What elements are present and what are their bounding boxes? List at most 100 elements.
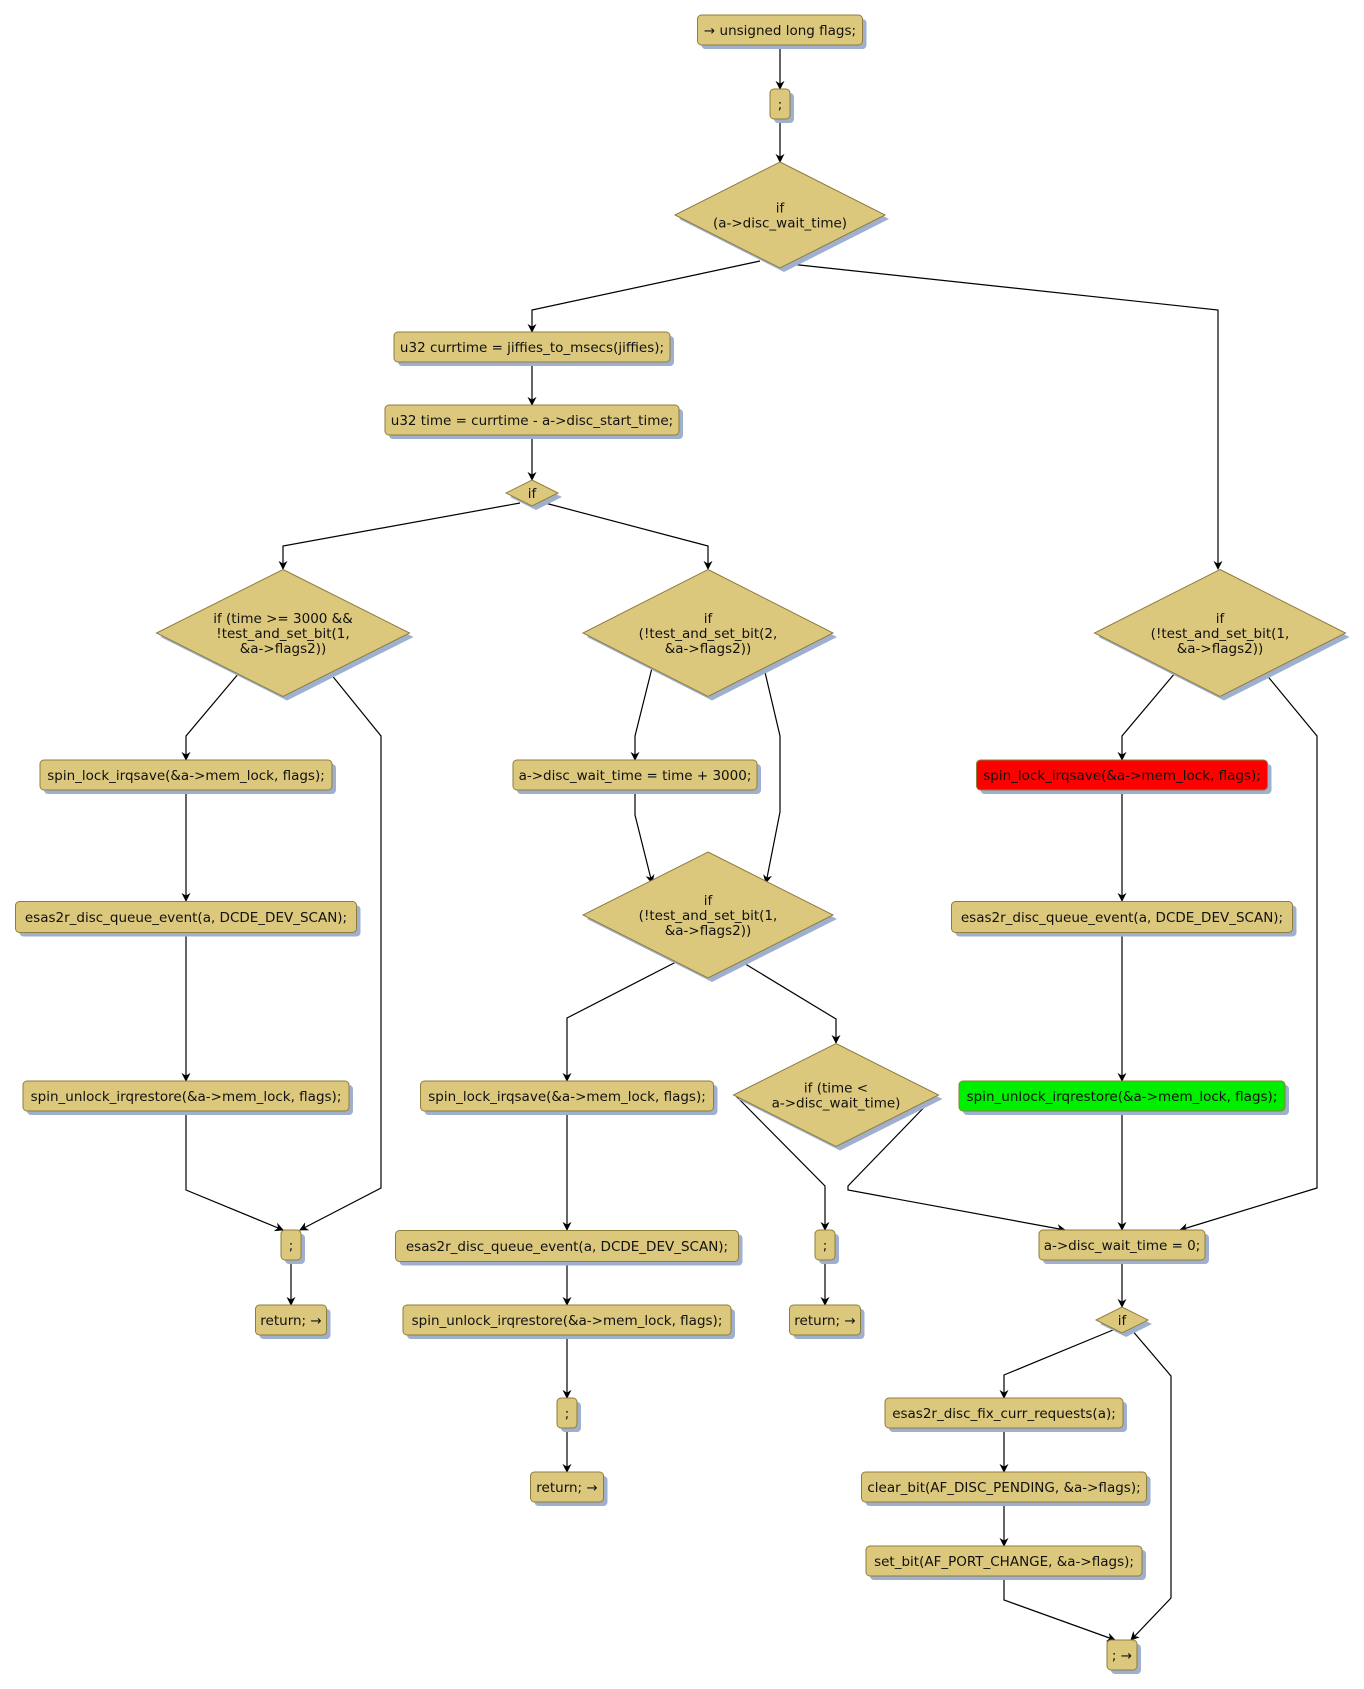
decision-shape (1093, 568, 1347, 698)
node-label: esas2r_disc_queue_event(a, DCDE_DEV_SCAN… (25, 910, 347, 926)
edge-if_bit2-to-wait3000 (630, 667, 653, 761)
statement-node-return-mid[interactable]: return; → (530, 1471, 608, 1506)
decision-node-if-final[interactable]: if (1094, 1306, 1152, 1337)
edge-unlock_left-to-semi_left (185, 1111, 284, 1232)
node-label: &a->flags2)) (665, 641, 751, 657)
statement-node-end[interactable]: ; → (1106, 1639, 1141, 1674)
statement-node-lock-right[interactable]: spin_lock_irqsave(&a->mem_lock, flags); (976, 759, 1272, 794)
node-label: if (704, 893, 714, 909)
statement-node-wait3000[interactable]: a->disc_wait_time = time + 3000; (512, 759, 761, 794)
statement-node-queue-right[interactable]: esas2r_disc_queue_event(a, DCDE_DEV_SCAN… (951, 901, 1297, 937)
statement-node-semi-mid[interactable]: ; (556, 1397, 581, 1432)
statement-node-queue-mid[interactable]: esas2r_disc_queue_event(a, DCDE_DEV_SCAN… (395, 1230, 743, 1266)
statement-shape (958, 1080, 1286, 1112)
nodes-layer: → unsigned long flags;; if(a->disc_wait_t… (15, 14, 1350, 1674)
edge-if_wait-to-if_bit1_right (789, 263, 1223, 570)
statement-node-lock-mid[interactable]: spin_lock_irqsave(&a->mem_lock, flags); (420, 1080, 718, 1115)
edge-if_bit1_right-to-wait0 (1179, 672, 1318, 1232)
statement-shape (393, 331, 671, 363)
node-label: if (776, 201, 786, 217)
statement-shape (39, 759, 333, 791)
statement-node-clear-bit[interactable]: clear_bit(AF_DISC_PENDING, &a->flags); (861, 1471, 1151, 1506)
statement-node-currtime[interactable]: u32 currtime = jiffies_to_msecs(jiffies)… (393, 331, 674, 366)
node-label: if (704, 611, 714, 627)
node-label: if (time >= 3000 && (213, 611, 353, 627)
statement-shape (255, 1304, 327, 1336)
statement-node-semi-left[interactable]: ; (280, 1229, 305, 1264)
node-label: (!test_and_set_bit(2, (639, 626, 778, 642)
statement-shape (402, 1304, 732, 1336)
node-label: ; → (1112, 1648, 1132, 1664)
edge-if_bit1_mid-to-lock_mid (562, 961, 677, 1082)
edges-layer (181, 45, 1318, 1642)
decision-shape (673, 161, 887, 269)
node-label: esas2r_disc_fix_curr_requests(a); (892, 1406, 1116, 1422)
statement-shape (1038, 1229, 1206, 1261)
node-label: ; (289, 1238, 294, 1254)
statement-shape (15, 901, 357, 933)
statement-node-flags[interactable]: → unsigned long flags; (697, 14, 867, 49)
statement-node-set-bit[interactable]: set_bit(AF_PORT_CHANGE, &a->flags); (865, 1545, 1146, 1580)
node-label: if (time < (804, 1081, 868, 1097)
node-label: &a->flags2)) (665, 923, 751, 939)
statement-shape (530, 1471, 604, 1503)
decision-node-if-bit2[interactable]: if(!test_and_set_bit(2,&a->flags2)) (581, 568, 837, 701)
statement-node-lock-left[interactable]: spin_lock_irqsave(&a->mem_lock, flags); (39, 759, 336, 794)
node-label: spin_unlock_irqrestore(&a->mem_lock, fla… (412, 1313, 723, 1329)
node-label: if (1118, 1313, 1128, 1329)
statement-node-unlock-mid[interactable]: spin_unlock_irqrestore(&a->mem_lock, fla… (402, 1304, 735, 1339)
edge-if_3000-to-semi_left (299, 672, 382, 1231)
statement-node-unlock-left[interactable]: spin_unlock_irqrestore(&a->mem_lock, fla… (22, 1080, 353, 1115)
decision-node-if-wait[interactable]: if(a->disc_wait_time) (673, 161, 889, 272)
node-label: return; → (260, 1313, 321, 1329)
statement-node-wait0[interactable]: a->disc_wait_time = 0; (1038, 1229, 1209, 1264)
decision-node-if-time-lt[interactable]: if (time <a->disc_wait_time) (732, 1042, 943, 1151)
statement-node-semi-top[interactable]: ; (769, 88, 794, 123)
edge-if_3000-to-lock_left (181, 672, 240, 761)
statement-shape (697, 14, 863, 46)
node-label: if (1216, 611, 1226, 627)
node-label: spin_lock_irqsave(&a->mem_lock, flags); (428, 1089, 706, 1105)
statement-node-return-tlt[interactable]: return; → (789, 1304, 865, 1339)
statement-node-return-left[interactable]: return; → (255, 1304, 331, 1339)
node-label: a->disc_wait_time = 0; (1044, 1238, 1201, 1254)
decision-node-if-3000[interactable]: if (time >= 3000 &&!test_and_set_bit(1,&… (155, 568, 414, 701)
node-label: u32 time = currtime - a->disc_start_time… (391, 413, 673, 429)
node-label: esas2r_disc_queue_event(a, DCDE_DEV_SCAN… (961, 910, 1283, 926)
statement-node-queue-left[interactable]: esas2r_disc_queue_event(a, DCDE_DEV_SCAN… (15, 901, 361, 937)
statement-shape (769, 88, 791, 120)
statement-shape (280, 1229, 302, 1261)
edge-set_bit-to-end (1003, 1576, 1116, 1642)
node-label: spin_lock_irqsave(&a->mem_lock, flags); (47, 768, 325, 784)
edge-wait3000-to-if_bit1_mid (634, 790, 655, 884)
node-label: (!test_and_set_bit(1, (639, 908, 778, 924)
statement-node-semi-tlt[interactable]: ; (814, 1229, 839, 1264)
statement-node-fix-curr[interactable]: esas2r_disc_fix_curr_requests(a); (884, 1397, 1127, 1432)
decision-node-if-bit1-mid[interactable]: if(!test_and_set_bit(1,&a->flags2)) (581, 851, 837, 982)
decision-node-if-small[interactable]: if (504, 479, 562, 510)
statement-shape (22, 1080, 350, 1112)
node-label: return; → (536, 1480, 597, 1496)
statement-shape (420, 1080, 714, 1112)
statement-node-unlock-right[interactable]: spin_unlock_irqrestore(&a->mem_lock, fla… (958, 1080, 1289, 1115)
node-label: set_bit(AF_PORT_CHANGE, &a->flags); (874, 1554, 1134, 1570)
statement-shape (395, 1230, 739, 1262)
node-label: → unsigned long flags; (704, 23, 856, 39)
statement-shape (865, 1545, 1143, 1577)
statement-shape (556, 1397, 578, 1429)
node-label: esas2r_disc_queue_event(a, DCDE_DEV_SCAN… (406, 1239, 728, 1255)
node-label: &a->flags2)) (240, 641, 326, 657)
edge-if_bit1_mid-to-if_time_lt (741, 961, 841, 1044)
decision-shape (504, 479, 560, 507)
statement-node-time[interactable]: u32 time = currtime - a->disc_start_time… (384, 404, 683, 439)
node-label: clear_bit(AF_DISC_PENDING, &a->flags); (867, 1480, 1140, 1496)
node-label: a->disc_wait_time = time + 3000; (519, 768, 752, 784)
node-label: return; → (794, 1313, 855, 1329)
node-label: spin_lock_irqsave(&a->mem_lock, flags); (983, 768, 1261, 784)
edge-if_final-to-fix_curr (999, 1329, 1114, 1399)
edge-if_time_lt-to-semi_tlt (735, 1095, 830, 1231)
edge-if_final-to-end (1130, 1328, 1172, 1641)
node-label: spin_unlock_irqrestore(&a->mem_lock, fla… (31, 1089, 342, 1105)
node-label: ; (565, 1406, 570, 1422)
decision-node-if-bit1-right[interactable]: if(!test_and_set_bit(1,&a->flags2)) (1093, 568, 1350, 701)
